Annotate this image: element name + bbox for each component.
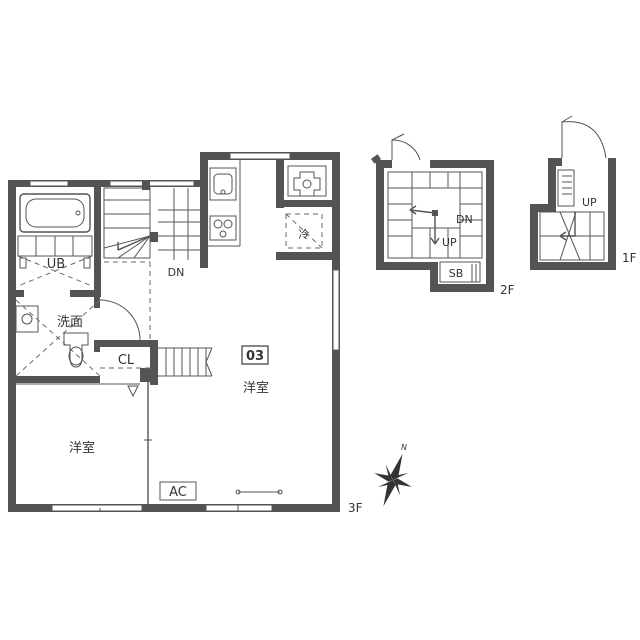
- window-n2: [109, 180, 195, 187]
- wall-fridge-north: [276, 200, 332, 207]
- room-label-wash: 洗面: [57, 315, 83, 330]
- compass-rose: N: [374, 443, 412, 507]
- floor-1f: UP 1F: [530, 115, 637, 270]
- wash-door-arc: [99, 299, 141, 341]
- wall-stair-east: [200, 152, 208, 268]
- floor-3f: 03 洋室 洋室 UB 洗面 CL 冷 AC DN 3F: [8, 152, 363, 515]
- floor-2f: SB DN UP 2F: [371, 133, 515, 297]
- room-label-bath: UB: [47, 257, 65, 272]
- wall-stair-post: [150, 232, 158, 242]
- unit-number: 03: [246, 349, 264, 364]
- wash-basin: [15, 305, 39, 333]
- floor-label-1f: 1F: [622, 251, 637, 265]
- door-1f: [561, 121, 607, 159]
- toilet: [63, 332, 89, 368]
- wall-cl-post: [140, 368, 158, 382]
- window-n1: [29, 180, 69, 187]
- label-2f-down: DN: [456, 213, 473, 226]
- label-3f-down: DN: [168, 266, 185, 279]
- wall-fridge-south: [276, 252, 332, 260]
- room-label-closet: CL: [118, 353, 135, 368]
- floor-label-3f: 3F: [348, 501, 363, 515]
- entry-arrow: [127, 385, 139, 398]
- label-aircon: AC: [169, 485, 187, 500]
- wall-bath-south-b: [70, 290, 101, 297]
- door-2f: [391, 139, 421, 161]
- wall-wash-east: [94, 296, 100, 308]
- compass-north-label: N: [401, 443, 407, 452]
- label-1f-up: UP: [582, 196, 597, 209]
- label-fridge: 冷: [299, 228, 310, 241]
- wall-cl-north: [100, 340, 158, 347]
- stair-lower: [158, 347, 213, 377]
- wall-south: [8, 504, 340, 512]
- window-e1: [332, 269, 340, 351]
- wall-wash-south: [8, 376, 100, 383]
- label-shoe-box: SB: [449, 267, 464, 280]
- wall-bath-south-a: [8, 290, 24, 297]
- window-s2: [205, 504, 273, 512]
- label-2f-up: UP: [442, 236, 457, 249]
- floor-label-2f: 2F: [500, 283, 515, 297]
- aircon-box: [159, 481, 197, 501]
- window-s1: [51, 504, 143, 512]
- stair-3f: [103, 187, 200, 340]
- window-n3: [229, 152, 291, 160]
- unit-number-box: [241, 345, 269, 365]
- kitchen-sink: [209, 167, 237, 201]
- bathtub: [19, 193, 91, 233]
- wall-bath-east: [94, 180, 101, 292]
- wall-stair-post-top: [142, 180, 150, 190]
- fridge-space: [285, 213, 323, 249]
- wall-fridge-west: [276, 160, 284, 208]
- wall-cl-east: [150, 340, 158, 385]
- wall-north-left: [8, 180, 208, 187]
- room-label-main: 洋室: [243, 380, 269, 396]
- room-label-second: 洋室: [69, 440, 95, 456]
- wall-west: [8, 180, 16, 512]
- wall-wash-east-b: [94, 340, 100, 352]
- stove: [209, 215, 237, 241]
